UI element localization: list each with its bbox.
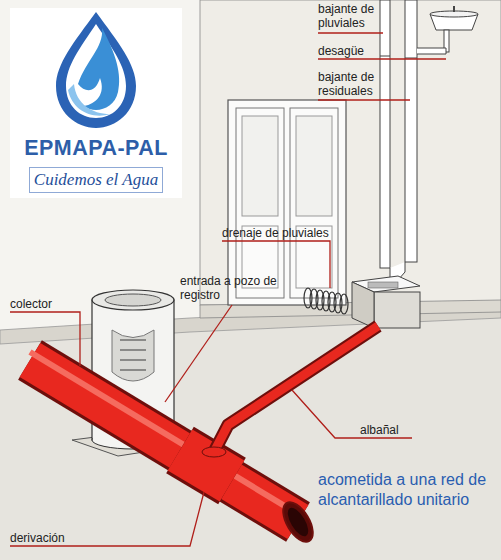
logo-title: EPMAPA-PAL xyxy=(12,136,180,161)
part-label: bajante de residuales xyxy=(318,70,390,98)
part-label: colector xyxy=(10,297,52,311)
part-label: derivación xyxy=(10,531,65,545)
logo-box: EPMAPA-PAL Cuidemos el Agua xyxy=(12,136,180,197)
part-label: albañal xyxy=(360,423,399,437)
caption: acometida a una red de alcantarillado un… xyxy=(318,470,496,510)
part-label: bajante de pluviales xyxy=(318,2,390,30)
part-label: entrada a pozo de registro xyxy=(180,274,292,302)
part-label: desagüe xyxy=(318,44,364,58)
logo-slogan: Cuidemos el Agua xyxy=(29,167,163,193)
part-label: drenaje de pluviales xyxy=(222,226,329,240)
